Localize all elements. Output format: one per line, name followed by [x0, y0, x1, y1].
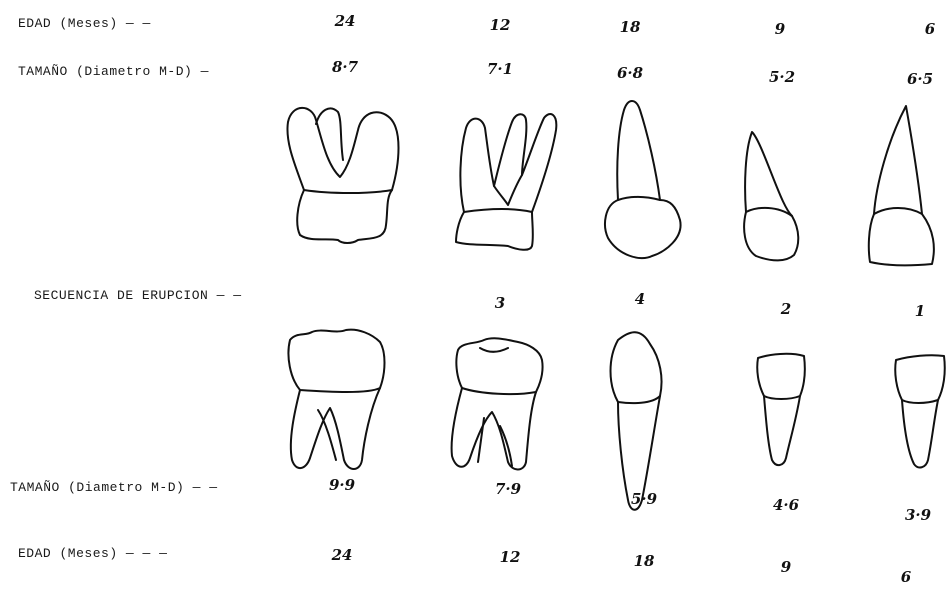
- upper-canine-icon: [605, 101, 681, 258]
- lower-canine-icon: [611, 332, 662, 510]
- lower-first-molar-icon: [452, 338, 543, 469]
- upper-central-incisor-icon: [869, 106, 934, 265]
- upper-lateral-incisor-icon: [744, 132, 798, 260]
- upper-first-molar-icon: [456, 114, 556, 250]
- lower-second-molar-icon: [288, 330, 384, 469]
- lower-lateral-incisor-icon: [757, 354, 805, 465]
- lower-central-incisor-icon: [895, 355, 945, 467]
- upper-second-molar-icon: [287, 108, 398, 243]
